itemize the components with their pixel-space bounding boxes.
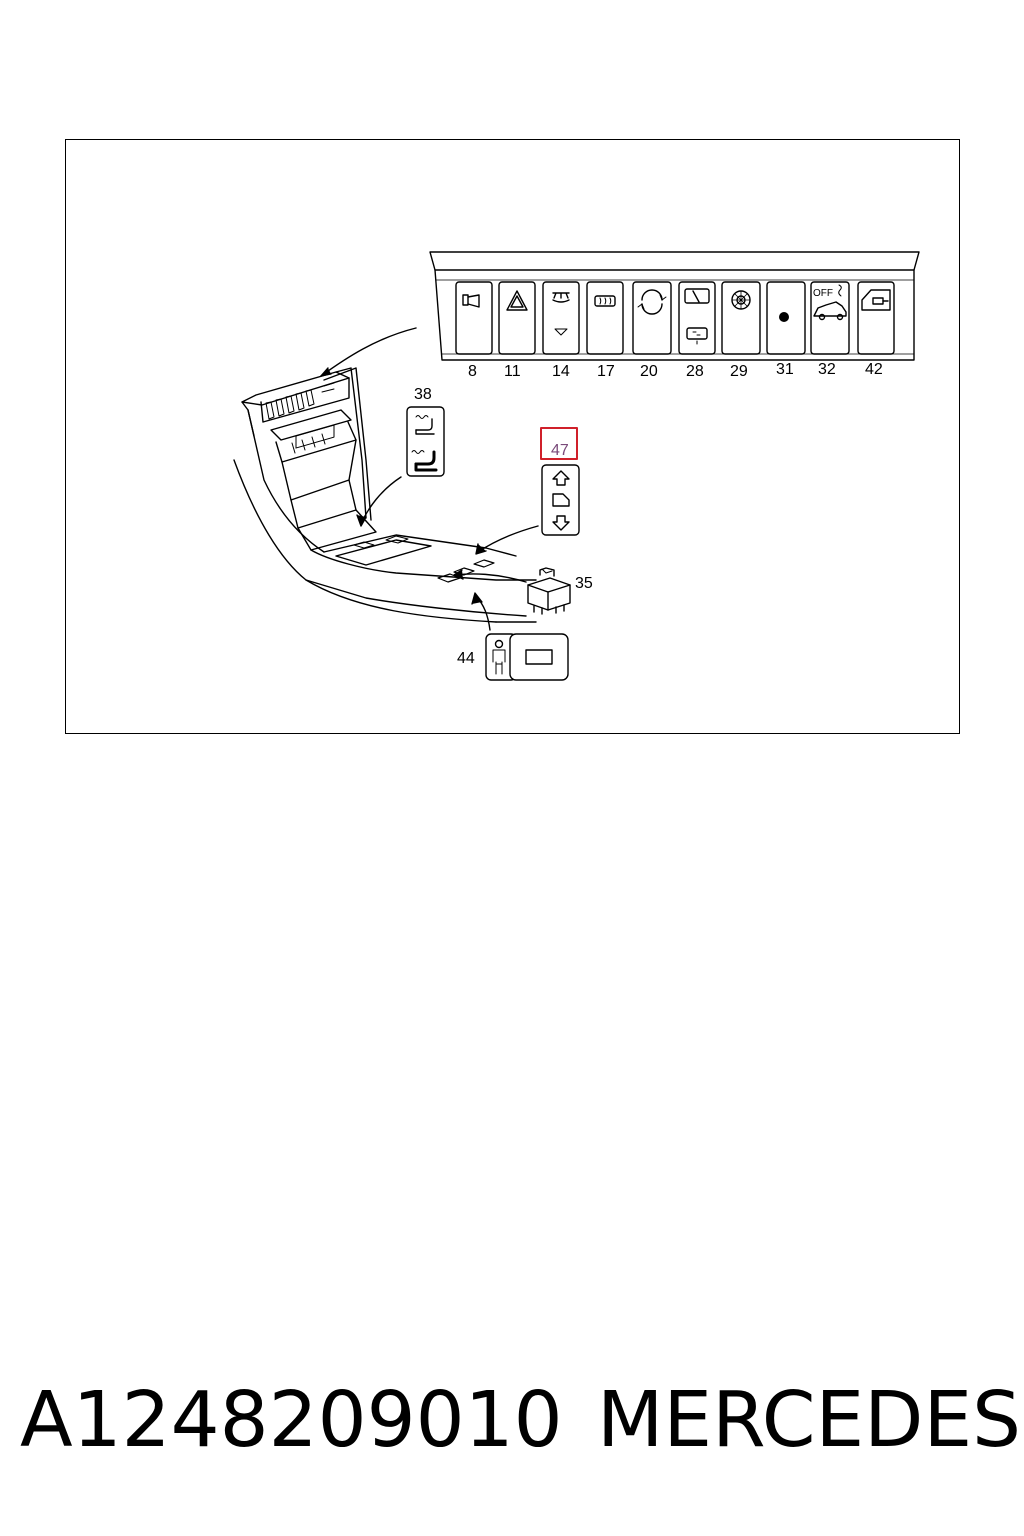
callout-44: 44 [457, 650, 475, 667]
part-caption: A1248209010 MERCEDES [20, 1366, 1021, 1476]
interior-light-icon [552, 292, 570, 336]
brand-name: MERCEDES [597, 1376, 1021, 1465]
label-11: 11 [504, 363, 521, 380]
callout-47: 47 [551, 442, 569, 459]
label-31: 31 [776, 361, 794, 378]
switch-42 [857, 281, 895, 355]
fan-icon [731, 290, 751, 310]
leader-arrows [320, 327, 539, 631]
parts-diagram: OFF 8 11 14 17 20 28 29 31 32 42 [233, 251, 920, 681]
label-17: 17 [597, 363, 615, 380]
label-8: 8 [468, 363, 477, 380]
label-32: 32 [818, 361, 836, 378]
wiper-icon [684, 288, 710, 345]
switch-29 [721, 281, 761, 355]
callout-38: 38 [414, 386, 432, 403]
alarm-car-icon [813, 284, 847, 321]
switch-17 [586, 281, 624, 355]
callout-35: 35 [575, 575, 593, 592]
seat-heater-icon [411, 415, 438, 472]
switch-20 [632, 281, 672, 355]
door-lock-icon [861, 289, 891, 311]
switch-8 [455, 281, 493, 355]
center-console-drawing [233, 367, 537, 623]
hazard-icon [506, 290, 528, 311]
indicator-dot-icon [779, 312, 789, 322]
label-42: 42 [865, 361, 883, 378]
part-number: A1248209010 [20, 1376, 563, 1465]
relay-connector [527, 567, 571, 615]
label-14: 14 [552, 363, 570, 380]
rear-defrost-icon [594, 295, 616, 307]
window-icon [552, 493, 570, 507]
label-28: 28 [686, 363, 704, 380]
arrow-up-icon [552, 470, 570, 486]
diagram-frame: OFF 8 11 14 17 20 28 29 31 32 42 [65, 139, 960, 734]
label-20: 20 [640, 363, 658, 380]
switch-28 [678, 281, 716, 355]
seat-heater-switch [406, 406, 445, 477]
switch-14 [542, 281, 580, 355]
switch-11 [498, 281, 536, 355]
off-label: OFF [813, 288, 833, 299]
switch-panel [429, 251, 920, 361]
panel-labels: 8 11 14 17 20 28 29 31 32 42 [468, 361, 883, 380]
arrow-down-icon [552, 515, 570, 531]
window-switch [541, 464, 580, 536]
label-29: 29 [730, 363, 748, 380]
switch-32: OFF [810, 281, 850, 355]
horn-icon [462, 294, 480, 308]
switch-31 [766, 281, 806, 355]
highlight-box-47 [540, 427, 578, 460]
child-icon [492, 639, 506, 675]
child-lock-switch [485, 633, 569, 681]
recirculation-icon [637, 289, 667, 315]
